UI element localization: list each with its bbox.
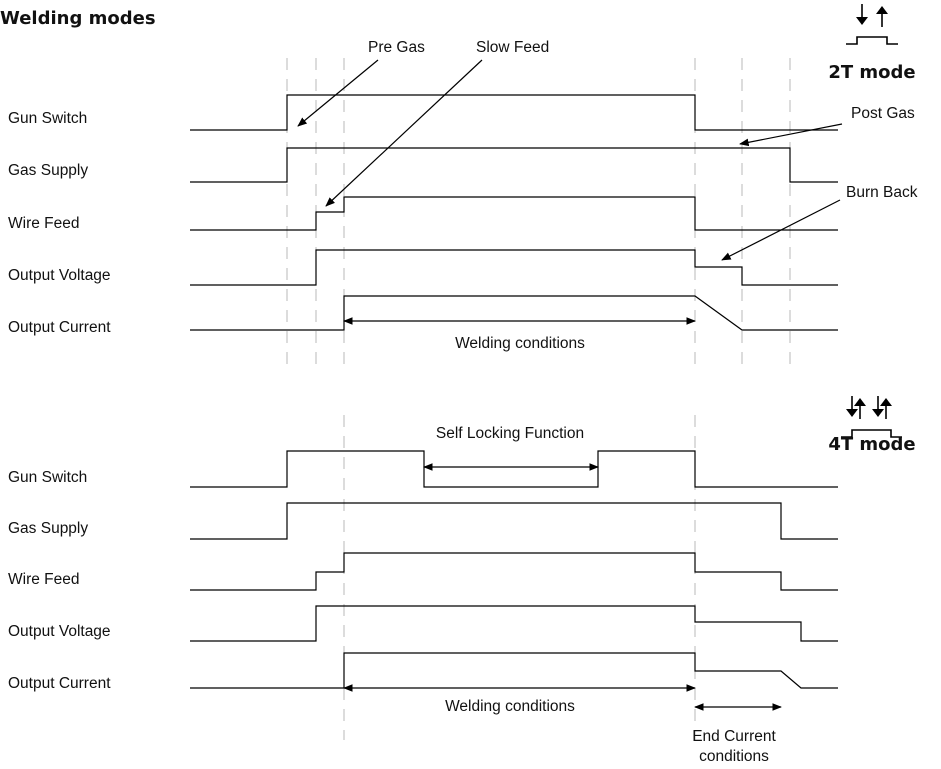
waveform-gun-switch-4t <box>190 450 838 488</box>
signal-label-gas-supply-4t: Gas Supply <box>8 520 88 537</box>
annotation-pre-gas: Pre Gas <box>368 39 425 56</box>
annotation-slow-feed: Slow Feed <box>476 39 549 56</box>
annotation-self-locking-function: Self Locking Function <box>436 425 584 442</box>
signal-label-gas-supply: Gas Supply <box>8 162 88 179</box>
pointer-pre-gas <box>297 59 379 127</box>
signal-label-gun-switch-4t: Gun Switch <box>8 469 87 486</box>
annotation-post-gas: Post Gas <box>851 105 915 122</box>
diagram-title: Welding modes <box>0 8 156 29</box>
signal-label-output-voltage-4t: Output Voltage <box>8 623 111 640</box>
annotation-welding-conditions-2t: Welding conditions <box>455 335 585 352</box>
mode-4t-label: 4T mode <box>828 434 915 455</box>
waveform-output-voltage-4t <box>190 605 838 642</box>
mode-2t-symbol-icon <box>846 4 898 45</box>
signal-label-wire-feed-4t: Wire Feed <box>8 571 80 588</box>
signal-label-gun-switch: Gun Switch <box>8 110 87 127</box>
signal-label-output-current: Output Current <box>8 319 111 336</box>
signal-label-output-voltage: Output Voltage <box>8 267 111 284</box>
annotation-end-current-line2: conditions <box>699 748 769 765</box>
signal-label-wire-feed: Wire Feed <box>8 215 80 232</box>
pointer-slow-feed <box>325 59 483 207</box>
mode-2t-section: Gun Switch Gas Supply Wire Feed Output V… <box>8 4 918 372</box>
waveform-wire-feed <box>190 196 838 231</box>
annotation-welding-conditions-4t: Welding conditions <box>445 698 575 715</box>
annotation-burn-back: Burn Back <box>846 184 918 201</box>
pointer-burn-back <box>721 199 841 261</box>
signal-label-output-current-4t: Output Current <box>8 675 111 692</box>
mode-2t-label: 2T mode <box>828 62 915 83</box>
timing-guides-4t <box>343 415 696 740</box>
waveform-wire-feed-4t <box>190 552 838 591</box>
mode-4t-symbol-icon <box>841 396 902 438</box>
timing-guides-2t <box>286 58 791 372</box>
waveform-gun-switch <box>190 94 838 131</box>
annotation-end-current-line1: End Current <box>692 728 776 745</box>
waveform-gas-supply <box>190 147 838 183</box>
waveform-output-voltage <box>190 249 838 286</box>
waveform-output-current-4t <box>190 652 838 689</box>
mode-4t-section: Gun Switch Gas Supply Wire Feed Output V… <box>8 396 916 765</box>
waveform-output-current <box>190 295 838 331</box>
waveform-gas-supply-4t <box>190 502 838 540</box>
pointer-post-gas <box>739 123 843 147</box>
